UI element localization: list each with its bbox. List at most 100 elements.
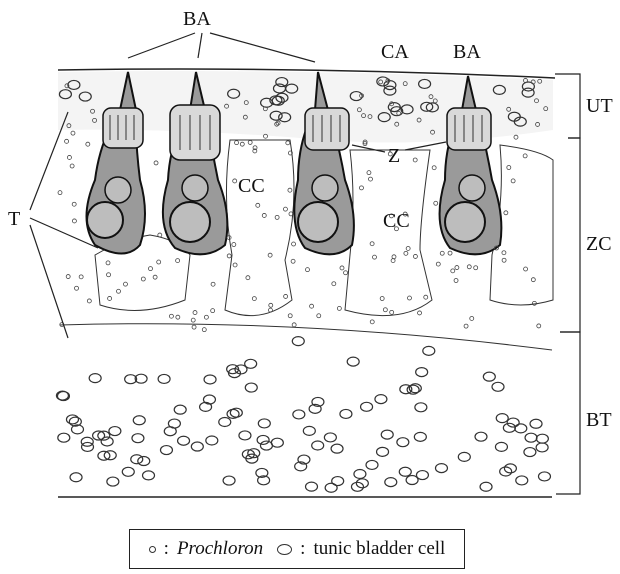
bladder-cell xyxy=(260,441,272,450)
bladder-cell xyxy=(435,464,447,473)
bladder-cell xyxy=(293,410,305,419)
bladder-cell xyxy=(414,432,426,441)
bladder-cell xyxy=(168,419,180,428)
bladder-cell xyxy=(332,477,344,486)
prochloron-cell xyxy=(193,311,197,315)
prochloron-cell xyxy=(310,304,314,308)
bladder-cell xyxy=(245,359,257,368)
bladder-cell xyxy=(331,444,343,453)
label-z: Z xyxy=(388,145,400,167)
prochloron-cell xyxy=(474,266,478,270)
bladder-cell xyxy=(356,479,368,488)
label-ut: UT xyxy=(586,95,613,117)
bladder-cell xyxy=(58,433,70,442)
bladder-cell xyxy=(178,436,190,445)
prochloron-cell xyxy=(79,275,83,279)
bladder-cell xyxy=(101,437,113,446)
bladder-cell xyxy=(82,442,94,451)
bladder-cell xyxy=(381,430,393,439)
prochloron-cell xyxy=(464,324,468,328)
bladder-cell xyxy=(416,471,428,480)
prochloron-cell xyxy=(87,299,91,303)
bladder-cell xyxy=(340,409,352,418)
prochloron-cell xyxy=(467,265,471,269)
prochloron-cell xyxy=(75,286,79,290)
prochloron-cell xyxy=(537,324,541,328)
prochloron-cell xyxy=(340,266,344,270)
bladder-cell xyxy=(399,467,411,476)
prochloron-cell xyxy=(317,314,321,318)
legend-prochloron: : Prochloron xyxy=(149,538,263,560)
bladder-cell xyxy=(258,419,270,428)
prochloron-cell xyxy=(337,306,341,310)
bladder-cell xyxy=(423,346,435,355)
bladder-cell xyxy=(525,433,537,442)
bladder-cell xyxy=(132,434,144,443)
prochloron-cell xyxy=(344,271,348,275)
bladder-cell xyxy=(271,438,283,447)
prochloron-cell xyxy=(71,131,75,135)
bladder-cell xyxy=(66,415,78,424)
bladder-cell xyxy=(131,455,143,464)
bladder-cell xyxy=(496,414,508,423)
prochloron-cell xyxy=(227,254,231,258)
bladder-cell xyxy=(158,374,170,383)
prochloron-dot-icon xyxy=(149,546,156,553)
bladder-cell xyxy=(257,435,269,444)
bladder-cell xyxy=(223,476,235,485)
prochloron-cell xyxy=(370,320,374,324)
bladder-cell xyxy=(483,372,495,381)
label-ba-right: BA xyxy=(453,41,481,63)
prochloron-cell xyxy=(436,262,440,266)
prochloron-cell xyxy=(86,142,90,146)
bladder-cell xyxy=(206,436,218,445)
bladder-cell xyxy=(89,374,101,383)
basal-tunic-boundary xyxy=(60,324,552,350)
bladder-cell xyxy=(204,375,216,384)
bladder-cell xyxy=(475,432,487,441)
legend-bladder: : tunic bladder cell xyxy=(277,538,445,560)
legend: : Prochloron : tunic bladder cell xyxy=(129,529,465,569)
prochloron-cell xyxy=(67,155,71,159)
prochloron-cell xyxy=(72,219,76,223)
bladder-cell xyxy=(191,442,203,451)
prochloron-cell xyxy=(70,164,74,168)
legend-bladder-label: tunic bladder cell xyxy=(313,538,445,560)
prochloron-cell xyxy=(154,161,158,165)
prochloron-cell xyxy=(288,314,292,318)
prochloron-cell xyxy=(211,282,215,286)
bladder-cell xyxy=(480,482,492,491)
prochloron-cell xyxy=(66,275,70,279)
bladder-cell xyxy=(516,476,528,485)
bladder-cell xyxy=(57,392,69,401)
prochloron-cell xyxy=(418,311,422,315)
bladder-cell xyxy=(397,438,409,447)
prochloron-cell xyxy=(332,282,336,286)
bladder-cell xyxy=(530,419,542,428)
prochloron-cell xyxy=(305,268,309,272)
prochloron-cell xyxy=(158,233,162,237)
bladder-cell xyxy=(385,478,397,487)
bladder-cell xyxy=(312,441,324,450)
label-t: T xyxy=(8,208,20,230)
legend-separator-2: : xyxy=(300,538,305,560)
prochloron-cell xyxy=(451,269,455,273)
prochloron-cell xyxy=(169,314,173,318)
prochloron-cell xyxy=(455,266,459,270)
prochloron-cell xyxy=(58,191,62,195)
bladder-cell xyxy=(524,448,536,457)
prochloron-cell xyxy=(204,315,208,319)
prochloron-cell xyxy=(454,278,458,282)
bladder-cell xyxy=(239,431,251,440)
bladder-cell xyxy=(366,460,378,469)
bladder-cell xyxy=(361,402,373,411)
bladder-cell xyxy=(354,469,366,478)
bladder-cell xyxy=(109,427,121,436)
bladder-cell xyxy=(375,395,387,404)
prochloron-cell xyxy=(434,201,438,205)
bladder-cell xyxy=(515,424,527,433)
label-ba-top: BA xyxy=(183,8,211,30)
prochloron-cell xyxy=(292,242,296,246)
prochloron-cell xyxy=(176,315,180,319)
legend-separator-1: : xyxy=(164,538,169,560)
